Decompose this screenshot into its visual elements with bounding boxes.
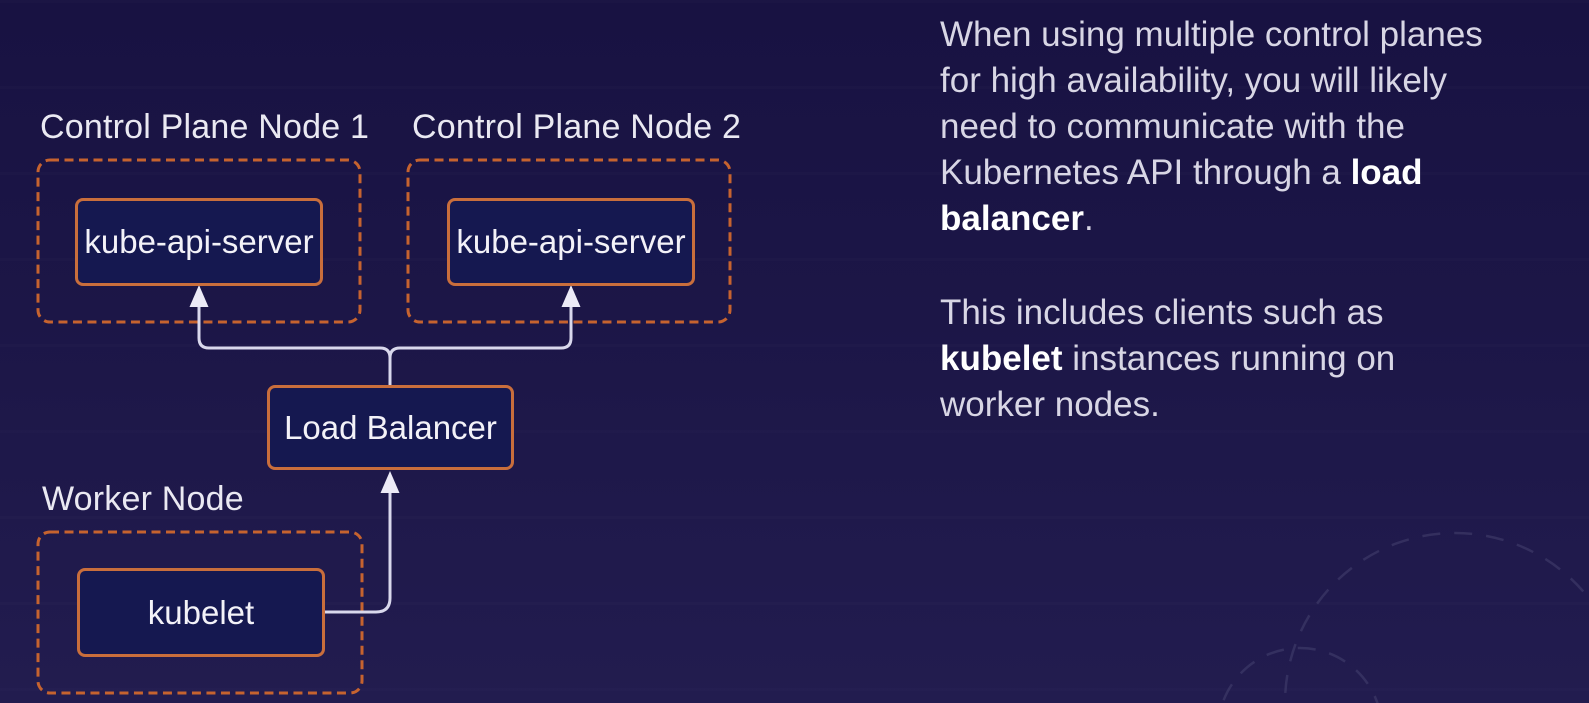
description-column: When using multiple control planes for hi… — [940, 12, 1585, 476]
description-line: When using multiple control planes — [940, 15, 1483, 54]
description-line: need to communicate with the — [940, 107, 1405, 146]
kube-api-server-box-1: kube-api-server — [75, 198, 323, 286]
connector-lb-to-apiserver-2 — [388, 294, 573, 388]
arrowhead-apiserver-1-icon — [189, 285, 209, 307]
kube-api-server-box-2-label: kube-api-server — [456, 223, 686, 260]
description-line: This includes clients such as — [940, 293, 1384, 332]
arrowhead-lb-icon — [380, 471, 400, 493]
kubelet-box: kubelet — [77, 568, 325, 657]
worker-node-boundary — [36, 530, 364, 695]
control-plane-2-label: Control Plane Node 2 — [412, 108, 742, 146]
description-paragraph: This includes clients such as kubelet ins… — [940, 290, 1585, 428]
description-line: balancer. — [940, 199, 1094, 238]
control-plane-1-boundary — [36, 158, 362, 324]
description-line: for high availability, you will likely — [940, 61, 1448, 100]
description-line: worker nodes. — [940, 385, 1160, 424]
kubelet-box-label: kubelet — [147, 593, 255, 631]
load-balancer-box-label: Load Balancer — [284, 408, 497, 446]
control-plane-2-boundary — [406, 158, 732, 324]
kube-api-server-box-2: kube-api-server — [447, 198, 695, 286]
decorative-dashed-circle-large — [1283, 531, 1589, 703]
description-line: Kubernetes API through a load — [940, 153, 1423, 192]
connector-kubelet-to-lb — [323, 478, 392, 614]
load-balancer-box: Load Balancer — [267, 385, 514, 470]
description-paragraph: When using multiple control planes for hi… — [940, 12, 1585, 242]
description-line: kubelet instances running on — [940, 339, 1396, 378]
control-plane-1-label: Control Plane Node 1 — [40, 108, 370, 146]
worker-node-label: Worker Node — [42, 480, 244, 518]
kube-api-server-box-1-label: kube-api-server — [84, 223, 314, 260]
arrowhead-apiserver-2-icon — [561, 285, 581, 307]
decorative-dashed-circle-small — [1221, 646, 1379, 703]
